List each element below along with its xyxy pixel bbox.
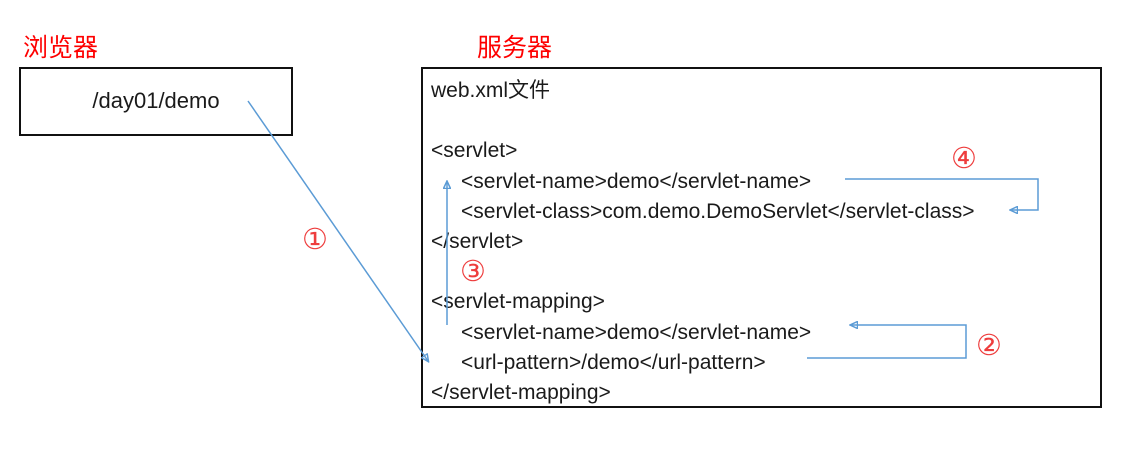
webxml-line-servlet-class: <servlet-class>com.demo.DemoServlet</ser… [461,199,975,223]
step-2-label: ② [976,328,1002,362]
webxml-line-mapping-open: <servlet-mapping> [431,290,605,314]
step-4-label: ④ [951,141,977,175]
step-3-label: ③ [460,254,486,288]
browser-title: 浏览器 [23,33,99,62]
webxml-line-blank2 [431,257,1100,287]
arrow-step-1-request-to-url-pattern [247,100,428,361]
webxml-line-url-pattern: <url-pattern>/demo</url-pattern> [461,350,766,374]
server-title: 服务器 [477,33,553,62]
webxml-line-servlet-name: <servlet-name>demo</servlet-name> [461,169,812,193]
webxml-line-mapping-close: </servlet-mapping> [431,380,611,404]
webxml-line-mapping-servlet-name: <servlet-name>demo</servlet-name> [461,320,812,344]
browser-request-url: /day01/demo [92,87,220,113]
webxml-line-servlet-open: <servlet> [431,139,518,163]
webxml-line-blank [431,106,1100,136]
webxml-line-servlet-close: </servlet> [431,229,524,253]
webxml-line-title: web.xml文件 [431,79,551,102]
step-1-label: ① [302,222,328,256]
browser-box: /day01/demo [19,67,293,136]
